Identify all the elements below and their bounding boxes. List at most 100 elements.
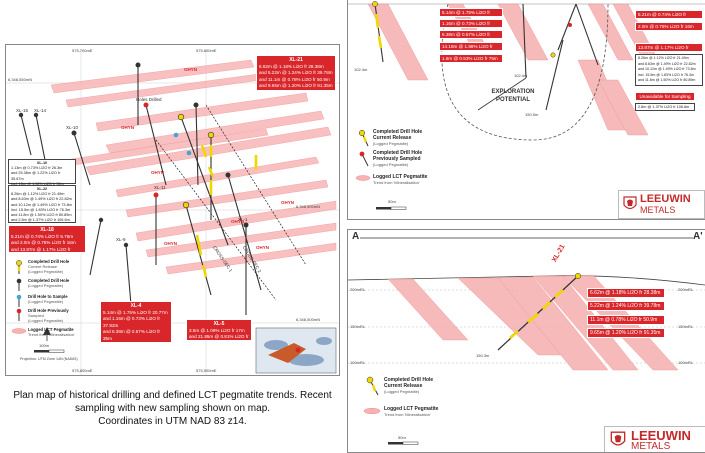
xl10-result-1: 1.13m @ 0.73% Li2O fr 26.3m	[11, 166, 63, 171]
legend-item-4-title: Drill Hole Previously	[28, 308, 69, 313]
legend-item-2: Completed Drill Hole (Logged Pegmatite)	[28, 278, 69, 288]
ohyn-label-7: OHYN	[164, 241, 178, 246]
s1-small-result-box: 2.8m @ 1.37% Li2O fr 106.6m	[635, 103, 695, 111]
legend-item-4-sub2: (Logged Pegmatite)	[28, 318, 64, 323]
s1-result-box-5: 1.8m @ 0.53% Li2O fr 75m	[439, 54, 503, 63]
s1-white-line-1: 8.26m @ 1.12% Li2O fr 21.49m	[638, 56, 689, 60]
xl4-result-5: and 1.8m @ 0.53% Li2O fr 75m	[103, 355, 168, 361]
xl21-result-1: 6.62m @ 1.18% Li2O fr 28.38m	[259, 63, 324, 69]
s1-result-box-3: 6.38m @ 0.57% Li2O fr 35m	[439, 30, 503, 44]
figure-caption: Plan map of historical drilling and defi…	[0, 389, 345, 428]
leeuwin-logo-2: LEEUWIN METALS	[604, 426, 705, 452]
s1-white-line-2: and 8.63m @ 1.49% Li2O fr 22.82m	[638, 61, 696, 66]
caption-line-2: sampling with new sampling shown on map.	[74, 403, 271, 414]
ohyn-label-8: OHYN	[281, 200, 295, 205]
s1-legend-item-3: Logged LCT Pegmatite Trend from 'Mineral…	[373, 174, 427, 186]
s1-legend-2-sub2: (Logged Pegmatite)	[373, 162, 409, 167]
legend-item-5-sub: Trend from 'Mineralisation'	[28, 332, 75, 337]
s1-legend-1-sub1: Current Release	[373, 135, 412, 141]
legend-item-2-title: Completed Drill Hole	[28, 278, 70, 283]
s1-unavailable-box: Unavailable for Sampling	[635, 92, 695, 101]
xl5-results-box: XL-5 3.5m @ 1.09% Li2O fr 17m and 21.85m…	[186, 319, 252, 346]
s2-legend-item-1: Completed Drill Hole Current Release (Lo…	[384, 377, 433, 395]
s2-legend-2-title: Logged LCT Pegmatite	[384, 406, 439, 412]
xl22-result-3: and 10.12m @ 1.49% Li2O fr 73.8m	[11, 202, 72, 207]
legend-item-3-sub: (Logged Pegmatite)	[28, 299, 64, 304]
ohyn-label-5: OHYN	[231, 219, 245, 224]
xl21-results-title: XL-21	[289, 57, 303, 63]
section-corner-right: A'	[693, 231, 703, 242]
hole-id-xl14: XL-14	[34, 108, 47, 113]
s1-depth-label-2: 102.4m	[514, 73, 528, 78]
s1-white-line-4: incl. 15.5m @ 1.83% Li2O fr 76.3m	[638, 72, 694, 77]
lion-crest-icon	[623, 196, 637, 210]
legend-item-5: Logged LCT Pegmatite Trend from 'Mineral…	[28, 327, 75, 337]
ohyn-label-4: OHYN	[151, 170, 165, 175]
hole-id-xl10: XL-10	[66, 125, 79, 130]
xl5-results-title: XL-5	[213, 321, 225, 327]
xl18-result-3: and 13.87m @ 1.17% Li2O fr 27.13m	[11, 246, 71, 259]
rl-left-150: 150mRL	[350, 324, 366, 329]
hole-id-xl1: XL-1	[238, 217, 248, 222]
s2-result-box-2: 5.22m @ 1.24% Li2O fr 39.78m	[587, 301, 665, 311]
rl-right-200: 200mRL	[678, 287, 694, 292]
hole-id-xl15: XL-15	[16, 108, 29, 113]
s1-scale-label: 50m	[388, 199, 396, 204]
caption-line-1: Plan map of historical drilling and defi…	[13, 390, 332, 401]
ohyn-label-6: OHYN	[256, 245, 270, 250]
cross-section-2-panel: A A' 200mRL 150mRL 100mRL 200mRL 150mRL …	[347, 229, 705, 453]
easting-label-4: 575,900mE	[196, 368, 217, 373]
map-projection-note: Projection: UTM Zone 14N (NAD83)	[20, 357, 78, 361]
legend-item-2-sub: (Logged Pegmatite)	[28, 283, 64, 288]
xl10-results-title: XL-10	[36, 161, 48, 165]
xl10-result-3: incl. 15m @ 1.55% Li2O fr 35m	[11, 181, 64, 186]
xl10-result-2: and 25.38m @ 1.22% Li2O fr 35.67m	[11, 171, 61, 181]
s2-legend-2-sub: Trend from 'Mineralisation'	[384, 412, 431, 417]
logo2-word-1: LEEUWIN	[631, 428, 691, 443]
xl22-result-6: and 2.8m @ 1.37% Li2O fr 106.6m	[11, 218, 70, 223]
s1-legend-1-title: Completed Drill Hole	[373, 129, 423, 135]
rl-left-200: 200mRL	[350, 287, 366, 292]
s1-right-box-3: 13.87m @ 1.17% Li2O fr 27.13m	[635, 43, 703, 57]
map-legend: Completed Drill Hole Current Release (Lo…	[10, 259, 88, 339]
legend-item-5-title: Logged LCT Pegmatite	[28, 327, 74, 332]
xl22-result-1: 8.26m @ 1.12% Li2O fr 21.49m	[11, 192, 65, 197]
s2-result-box-4: 9.65m @ 1.20% Li2O fr 91.35m	[587, 328, 665, 338]
legend-item-1: Completed Drill Hole Current Release (Lo…	[28, 259, 69, 274]
xl21-result-4: and 9.65m @ 1.20% Li2O fr 91.35m	[259, 83, 333, 89]
northing-label-3: 6,348,500mN	[296, 317, 321, 322]
lion-crest-icon	[610, 431, 626, 446]
s1-legend-2-sub1: Previously Sampled	[373, 156, 421, 162]
map-scale-label: 100m	[39, 343, 50, 348]
s1-white-box: 8.26m @ 1.12% Li2O fr 21.49m and 8.63m @…	[635, 54, 703, 86]
s1-result-box-2: 1.16m @ 0.73% Li2O fr 37.82m	[439, 19, 503, 33]
northing-label-2: 6,348,500mN	[296, 204, 321, 209]
xl22-result-4: incl. 15.5m @ 1.83% Li2O fr 76.3m	[11, 207, 71, 212]
xl5-result-2: and 21.85m @ 0.81% Li2O fr 35m	[189, 334, 249, 346]
hole-id-xl11: XL-11	[154, 185, 166, 190]
ohyn-label-3: OHYN	[121, 125, 135, 130]
map-legend-symbols	[11, 260, 27, 334]
plan-map-panel: 575,700mE 575,800mE 6,348,550mN 6,348,50…	[5, 44, 340, 376]
xl4-result-2: and 1.16m @ 0.73% Li2O fr 37.82m	[103, 316, 161, 328]
s2-legend-1-sub1: Current Release	[384, 383, 423, 389]
s1-legend-item-2: Completed Drill Hole Previously Sampled …	[373, 150, 422, 168]
s1-right-box-2: 2.0m @ 0.75% Li2O fr 16m	[635, 22, 703, 31]
legend-item-1-sub1: Current Release	[28, 264, 58, 269]
xl22-results-title: XL-22	[36, 187, 48, 191]
s1-legend-2-title: Completed Drill Hole	[373, 150, 423, 156]
xl4-result-3: and 6.38m @ 0.57% Li2O fr 35m	[103, 329, 161, 341]
holes-drilled-label: Holes Drilled	[136, 97, 162, 102]
xl4-results-title: XL-4	[130, 303, 142, 309]
s1-depth-label-1: 102.4m	[354, 67, 368, 72]
xl10-results-box: XL-10 1.13m @ 0.73% Li2O fr 26.3m and 25…	[8, 159, 76, 186]
xl18-results-box: XL-18 5.21m @ 0.74% Li2O fr 5.76m and 2.…	[8, 225, 86, 258]
xl4-results-box: XL-4 5.14m @ 1.75% Li2O fr 20.77m and 1.…	[100, 301, 172, 361]
legend-item-4-sub1: Sampled	[28, 313, 44, 318]
xl22-result-2: and 8.63m @ 1.49% Li2O fr 22.82m	[11, 197, 72, 202]
s1-legend-1-sub2: (Logged Pegmatite)	[373, 141, 409, 146]
logo-word-1: LEEUWIN	[640, 193, 691, 205]
s2-legend-item-2: Logged LCT Pegmatite Trend from 'Mineral…	[384, 406, 438, 418]
cross-section-2-graphic	[348, 237, 705, 445]
xl18-results-title: XL-18	[40, 227, 54, 233]
